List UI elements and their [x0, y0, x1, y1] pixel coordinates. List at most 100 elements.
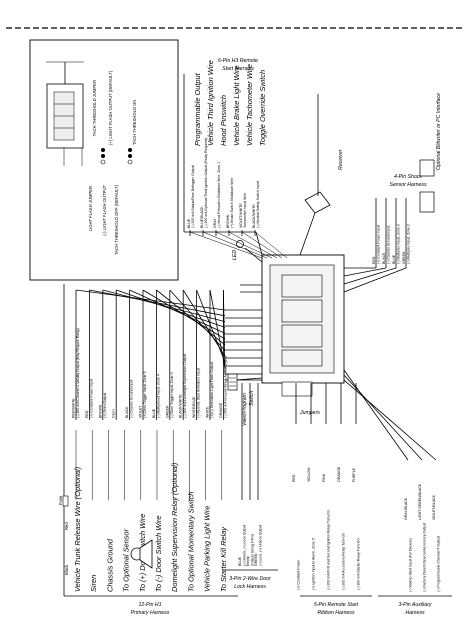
device-label: Vehicle Trunk Release Wire (Optional)	[73, 466, 82, 592]
wire-aux	[343, 374, 423, 461]
valet-switch: Valet/Program Switch	[227, 373, 263, 426]
harness-4pin: 4-Pin Shock Sensor Harness RED(+) Consta…	[343, 174, 435, 293]
device-label: Vehicle Parking Light Wire	[203, 506, 212, 592]
wire-color-label: LIGHT GREEN/BLACK	[418, 483, 422, 520]
wire-function-label: (-) Chassis Ground Input	[387, 226, 391, 264]
wire-color-label: YELLOW	[307, 467, 311, 482]
wire-function-label: (-) Multiplex Input, Zone 2	[407, 224, 411, 264]
siren-art: Red Black Fuse	[58, 495, 153, 575]
harness-6pin: 6-Pin H3 Remote Start Harness BLUE(-) 20…	[183, 58, 288, 259]
valet-label: Valet/Program	[242, 392, 248, 426]
device-label: Programmable Output	[193, 72, 202, 146]
tach-on-label: TACH THRESHOLD ON	[132, 100, 137, 145]
wire-color-label: BLUE	[187, 218, 191, 228]
led-label: LED	[232, 250, 238, 260]
wire-color-label: BROWN	[98, 404, 102, 418]
wire-function-label: (-) Chassis Ground Input	[130, 380, 134, 418]
device-label: Vehicle Third Ignition Wire	[206, 60, 215, 146]
wire-function-label: (-) 200 mA Optional Third Ignition Outpu…	[204, 138, 208, 228]
flash-plus-label: (+) LIGHT FLASH OUTPUT (DEFAULT)	[108, 70, 113, 145]
wire-function-label: (-) Remote Start Activation Input	[197, 368, 201, 418]
wire-color-label: BLUE	[392, 254, 396, 264]
jumper-header	[281, 381, 313, 397]
harness-6pin-subtitle: Start Harness	[222, 66, 254, 72]
harness-12pin-subtitle: Primary Harness	[131, 610, 170, 616]
device-label: Chassis Ground	[105, 538, 114, 592]
wire-function-label: (-) 200 mA Status/Rear Defogger Output	[191, 165, 195, 228]
wire-color-label: BROWN	[226, 214, 230, 228]
wire-function-label: (+) Door Trigger Input, Zone 3	[143, 372, 147, 418]
wire-4pin	[343, 267, 397, 285]
wire-function-label: (Unless Using 6-Pin)	[251, 534, 255, 566]
valet-label-2: Switch	[249, 391, 255, 406]
wire-color-label: VIOLET/WHITE	[239, 203, 243, 228]
wire-function-label: (-) Programmable Channel 4 Output	[437, 536, 441, 592]
wire-color-label: GRAY/BLACK	[404, 497, 408, 520]
wire-function-label: (-) Wait-to-Start Input (For Diesels)	[409, 538, 413, 592]
wire-color-label: ORANGE	[219, 402, 223, 418]
wire-function-label: (-) Door Trigger Input, Zone 3	[170, 372, 174, 418]
harness-aux-title: 3-Pin Auxiliary	[399, 602, 432, 608]
wire-color-label: RED	[372, 256, 376, 264]
wire-4pin	[343, 267, 407, 293]
harness-aux-subtitle: Harness	[405, 610, 425, 616]
wire-color-label: RED/WHITE	[72, 398, 76, 418]
harness-12pin: RED/WHITE(-) 200 mA Channel 2 Validity O…	[63, 284, 228, 596]
harness-4pin-title: 4-Pin Shock	[394, 174, 422, 180]
wire-function-label: (+) Ignition Input to Alarm, Zone 5	[312, 538, 316, 590]
jumpers-label: Jumpers	[299, 410, 320, 416]
device-label: Domelight Supervision Relay (Optional)	[170, 462, 179, 592]
wire-color-label: GRAY	[213, 218, 217, 228]
jumper-pins	[100, 148, 133, 165]
harness-5pin-title: 5-Pin Remote Start	[314, 602, 359, 608]
harness-4pin-subtitle: Sensor Harness	[389, 182, 427, 188]
wire-color-label: BLACK	[125, 406, 129, 418]
wire-color-label: GREEN	[165, 405, 169, 418]
harness-6pin-title: 6-Pin H3 Remote	[218, 58, 258, 64]
wire-color-label: GREEN	[254, 553, 258, 566]
wire-color-label: PURPLE	[352, 467, 356, 482]
device-label: To (-) Door Switch Wire	[154, 516, 163, 592]
wire-function-label: (-) 200 mA Domelight Supervision Output	[183, 354, 187, 418]
harness-3pin-subtitle: Lock Harness	[234, 584, 266, 590]
light-flash-jumper-label: LIGHT FLASH JUMPER	[88, 186, 93, 231]
wire-color-label: WHITE	[206, 406, 210, 418]
wire-color-label: BLACK	[382, 252, 386, 264]
wire-function-label: Tachometer Input Wire	[243, 193, 247, 228]
wire-color-label: BLACK/WHITE	[252, 204, 256, 228]
siren-black-label: Black	[64, 564, 69, 575]
wire-function-label: (-) Neutral Safety Switch Input	[256, 181, 260, 228]
module-feed-lines	[225, 284, 262, 381]
device-label: To Optional Momentary Switch	[186, 492, 195, 592]
tach-jumper-label: TACH THRESHOLD JUMPER	[92, 80, 97, 136]
wire-function-label: (-) Lock, (+) Unlock Output	[259, 525, 263, 566]
wire-color-label: RED	[292, 474, 296, 482]
wire-color-label: GREEN	[402, 251, 406, 264]
wire-function-label: (-) 500 mA Ground-When-Armed Output	[223, 356, 227, 418]
shock-sensor	[419, 191, 435, 213]
wire-function-label: (-) Unlock, (+) Lock Output	[243, 525, 247, 566]
blitz-label: Optional Blitwriter or PC Interface	[436, 93, 442, 170]
wire-aux	[343, 369, 409, 461]
wire-color-label: Empty	[246, 556, 250, 566]
wire-function-label: (-) Multiplexed Input, Zone 4	[156, 374, 160, 418]
wire-function-label: (-) 200 mA Accessory Relay Turn-On	[342, 533, 346, 590]
wire-color-label: BLUE	[152, 408, 156, 418]
wire-color-label: VIOLET/BLACK	[432, 494, 436, 520]
wire-function-label: (-) Hood Pinswitch Shutdown Wire, Zone 1	[217, 162, 221, 228]
harness-12pin-title: 12-Pin H1	[138, 602, 161, 608]
tach-off-label: TACH THRESHOLD OFF (DEFAULT)	[114, 184, 119, 255]
wire-color-label: VIOLET	[139, 405, 143, 418]
wire-function-label: (-) 200 mA Starter Relay Turn-On	[357, 538, 361, 590]
wire-color-label: RED	[85, 410, 89, 418]
device-label: To Starter Kill Relay	[219, 526, 228, 592]
wire-function-label: (+) Siren Output	[103, 393, 107, 418]
flash-minus-label: (-) LIGHT FLASH OUTPUT	[102, 185, 107, 236]
wire-function-label: (-) 200 mA Channel 2 Validity Output (Ma…	[76, 328, 80, 418]
wire-function-label: (+) Constant Power	[297, 559, 301, 590]
wire-function-label: (-) Multiplex Input, Zone 2	[397, 224, 401, 264]
bottom-harnesses: 12-Pin H1 Primary Harness 3-Pin 2-Wire D…	[64, 369, 452, 616]
wire-aux	[343, 379, 437, 461]
fuse	[62, 495, 69, 507]
